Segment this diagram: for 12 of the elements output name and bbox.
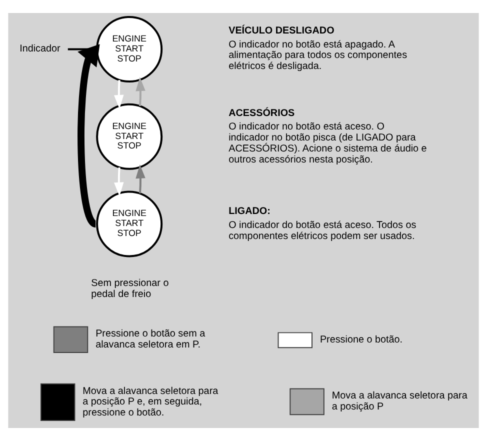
legend-label: Pressione o botão sem a alavanca seletora em P. xyxy=(96,328,206,351)
node-label: VEÍCULO DESLIGADO xyxy=(228,25,334,36)
legend-label: Pressione o botão. xyxy=(320,334,403,346)
node-label: Sem pressionar o pedal de freio xyxy=(91,278,169,300)
node-label: O indicador no botão está aceso. O indicador no botão pisca (de LIGADO para ACESSÓRIOS). Acione o sistema de áudio e outros acessórios nesta posição. xyxy=(228,122,427,166)
node-label: O indicador do botão está aceso. Todos os componentes elétricos podem ser usados. xyxy=(228,220,416,242)
legend-label: Mova a alavanca seletora para a posição P e, em seguida, pressione o botão. xyxy=(82,386,218,419)
node-label: O indicador no botão está apagado. A alimentação para todos os componentes elétricos é desligada. xyxy=(228,39,408,72)
node-label: ACESSÓRIOS xyxy=(228,108,295,119)
node-text: Indicador xyxy=(20,44,60,55)
node-label: LIGADO: xyxy=(228,206,270,218)
legend-label: Mova a alavanca seletora para a posição P xyxy=(332,390,468,413)
